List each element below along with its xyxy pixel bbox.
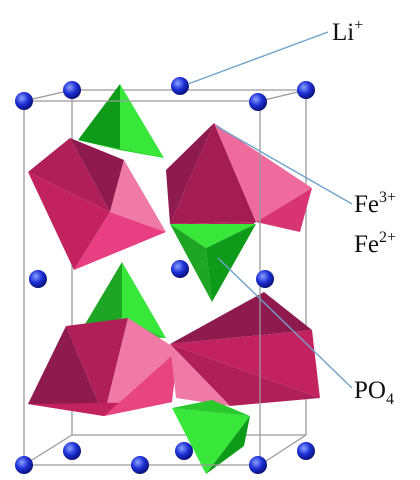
li-ion	[171, 260, 189, 278]
li-ion	[15, 92, 33, 110]
po4-tetrahedron-bottom	[172, 400, 250, 474]
li-ion	[63, 442, 81, 460]
label-fe3: Fe3+	[354, 189, 396, 218]
li-ion	[249, 456, 267, 474]
li-ion	[256, 270, 274, 288]
leader-line-fe	[215, 125, 353, 205]
li-ion	[131, 456, 149, 474]
li-ion	[171, 77, 189, 95]
li-ions	[15, 77, 315, 474]
leader-lines	[187, 31, 353, 389]
li-ion	[63, 81, 81, 99]
li-ion	[297, 442, 315, 460]
label-fe2: Fe2+	[354, 229, 396, 258]
feo6-octahedron-lower-left	[28, 318, 178, 416]
li-ion	[175, 442, 193, 460]
leader-line-po4	[217, 257, 353, 389]
leader-line-li	[187, 31, 329, 85]
label-li: Li+	[332, 17, 363, 46]
li-ion	[249, 93, 267, 111]
li-ion	[29, 270, 47, 288]
li-ion	[297, 81, 315, 99]
label-po4: PO4	[354, 377, 394, 408]
po4-tetrahedron-middle	[170, 224, 256, 302]
feo6-octahedron-lower-right	[170, 292, 320, 406]
po4-tetrahedron-top-left	[78, 84, 164, 158]
li-ion	[15, 456, 33, 474]
feo6-octahedron-upper-left	[28, 138, 166, 270]
